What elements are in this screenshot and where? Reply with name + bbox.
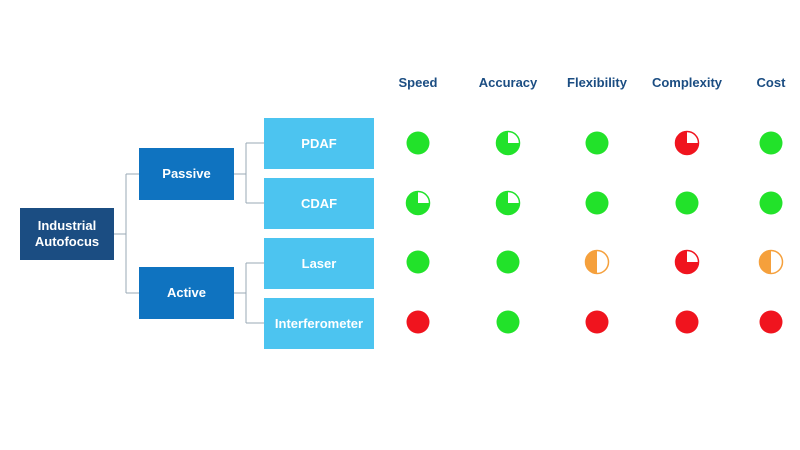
leaf-node-interferometer: Interferometer [264,298,374,349]
rating-half-icon [584,249,610,275]
rating-full-icon [585,191,609,215]
root-node-label: Industrial Autofocus [34,218,100,249]
column-header-cost: Cost [756,75,786,90]
rating-half-icon [758,249,784,275]
rating-three-quarter-icon [405,190,431,216]
rating-full-icon [675,191,699,215]
rating-none-icon [675,310,699,334]
column-header-complexity: Complexity [651,75,723,90]
leaf-node-pdaf: PDAF [264,118,374,169]
rating-none-icon [759,310,783,334]
rating-three-quarter-icon [495,190,521,216]
active-node: Active [139,267,234,319]
rating-full-icon [585,131,609,155]
leaf-node-label: PDAF [301,135,337,151]
passive-node: Passive [139,148,234,200]
column-header-accuracy: Accuracy [478,75,538,90]
leaf-node-label: CDAF [300,195,338,211]
leaf-node-label: Interferometer [274,315,364,331]
rating-full-icon [759,191,783,215]
leaf-node-cdaf: CDAF [264,178,374,229]
rating-quarter-icon [674,130,700,156]
rating-full-icon [759,131,783,155]
rating-full-icon [496,310,520,334]
leaf-node-laser: Laser [264,238,374,289]
active-node-label: Active [166,285,207,301]
rating-quarter-icon [674,249,700,275]
rating-full-icon [406,131,430,155]
rating-none-icon [585,310,609,334]
rating-three-quarter-icon [495,130,521,156]
root-node: Industrial Autofocus [20,208,114,260]
leaf-node-label: Laser [301,255,337,271]
column-header-flexibility: Flexibility [567,75,627,90]
rating-none-icon [406,310,430,334]
rating-full-icon [406,250,430,274]
passive-node-label: Passive [162,166,211,182]
column-header-speed: Speed [398,75,438,90]
rating-full-icon [496,250,520,274]
